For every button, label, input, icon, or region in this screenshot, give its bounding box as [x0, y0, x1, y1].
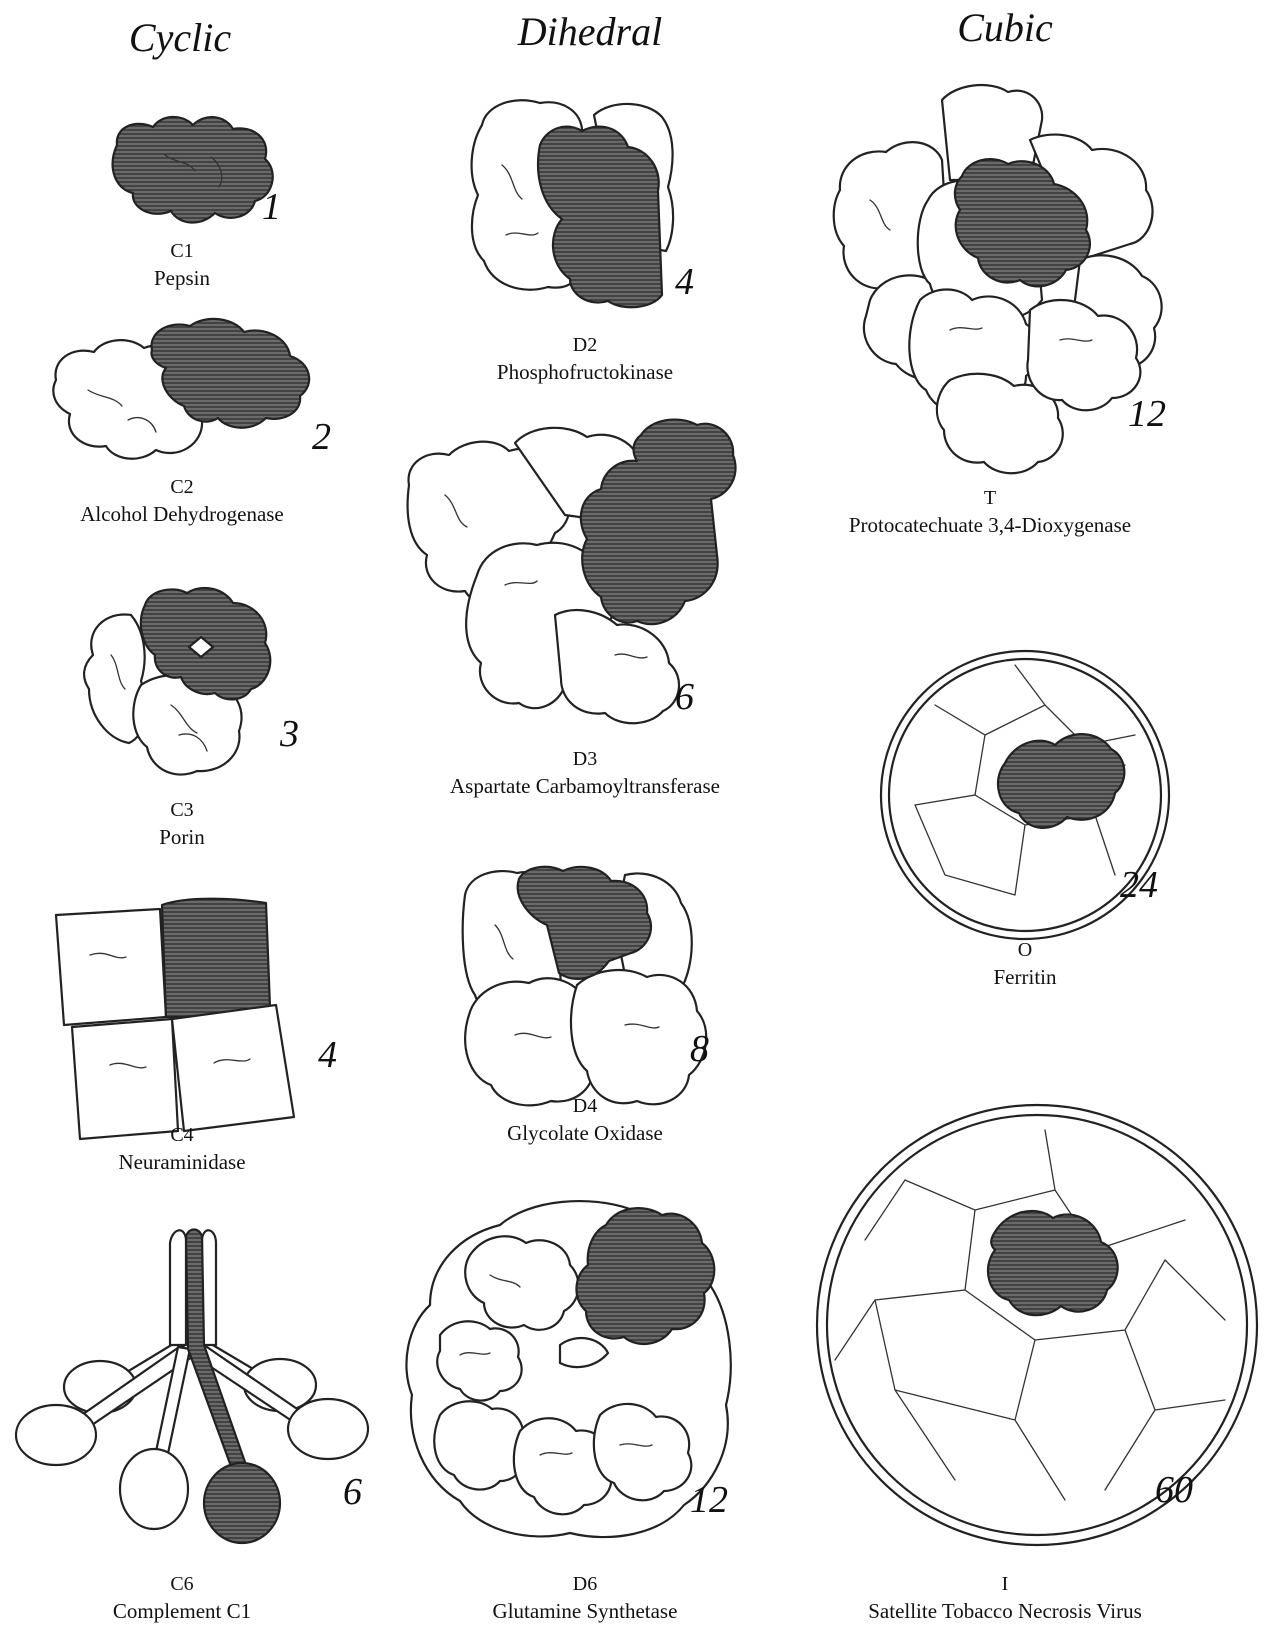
c1-symbol: C1: [2, 238, 362, 265]
d4-glycolate-oxidase-figure: [455, 865, 715, 1115]
column-heading-dihedral: Dihedral: [440, 8, 740, 55]
c4-name: Neuraminidase: [2, 1149, 362, 1176]
c3-caption: C3 Porin: [2, 797, 362, 851]
c4-neuraminidase-figure: [50, 895, 310, 1155]
d3-symbol: D3: [405, 746, 765, 773]
i-name: Satellite Tobacco Necrosis Virus: [825, 1598, 1185, 1625]
d3-name: Aspartate Carbamoyltransferase: [405, 773, 765, 800]
c6-complement-c1-figure: [10, 1225, 370, 1555]
o-symbol: O: [845, 937, 1205, 964]
c4-caption: C4 Neuraminidase: [2, 1122, 362, 1176]
c2-subunit-count: 2: [312, 415, 331, 459]
c6-subunit-count: 6: [343, 1470, 362, 1514]
d2-symbol: D2: [405, 332, 765, 359]
c4-subunit-count: 4: [318, 1033, 337, 1077]
t-symbol: T: [810, 485, 1170, 512]
column-heading-cyclic: Cyclic: [30, 14, 330, 61]
d2-subunit-count: 4: [675, 260, 694, 304]
c1-subunit-count: 1: [262, 185, 281, 229]
c3-name: Porin: [2, 824, 362, 851]
d2-name: Phosphofructokinase: [405, 359, 765, 386]
d6-caption: D6 Glutamine Synthetase: [405, 1571, 765, 1625]
c2-caption: C2 Alcohol Dehydrogenase: [2, 474, 362, 528]
c6-symbol: C6: [2, 1571, 362, 1598]
d6-name: Glutamine Synthetase: [405, 1598, 765, 1625]
i-symbol: I: [825, 1571, 1185, 1598]
d2-caption: D2 Phosphofructokinase: [405, 332, 765, 386]
c2-symbol: C2: [2, 474, 362, 501]
d3-aspartate-carbamoyltransferase-figure: [405, 415, 760, 735]
i-caption: I Satellite Tobacco Necrosis Virus: [825, 1571, 1185, 1625]
c1-name: Pepsin: [2, 265, 362, 292]
column-heading-cubic: Cubic: [855, 4, 1155, 51]
d3-caption: D3 Aspartate Carbamoyltransferase: [405, 746, 765, 800]
d4-subunit-count: 8: [690, 1027, 709, 1071]
i-satellite-tobacco-necrosis-virus-figure: [805, 1100, 1275, 1550]
t-subunit-count: 12: [1128, 392, 1166, 436]
d4-name: Glycolate Oxidase: [405, 1120, 765, 1147]
d3-subunit-count: 6: [675, 675, 694, 719]
d6-subunit-count: 12: [690, 1478, 728, 1522]
d4-symbol: D4: [405, 1093, 765, 1120]
o-caption: O Ferritin: [845, 937, 1205, 991]
c3-symbol: C3: [2, 797, 362, 824]
c3-porin-figure: [75, 585, 285, 785]
c4-symbol: C4: [2, 1122, 362, 1149]
i-subunit-count: 60: [1155, 1468, 1193, 1512]
c3-subunit-count: 3: [280, 712, 299, 756]
d4-caption: D4 Glycolate Oxidase: [405, 1093, 765, 1147]
c6-caption: C6 Complement C1: [2, 1571, 362, 1625]
c2-alcohol-dehydrogenase-figure: [48, 310, 328, 470]
c1-caption: C1 Pepsin: [2, 238, 362, 292]
o-name: Ferritin: [845, 964, 1205, 991]
d6-symbol: D6: [405, 1571, 765, 1598]
d2-phosphofructokinase-figure: [462, 95, 702, 320]
o-subunit-count: 24: [1120, 863, 1158, 907]
t-name: Protocatechuate 3,4-Dioxygenase: [810, 512, 1170, 539]
t-caption: T Protocatechuate 3,4-Dioxygenase: [810, 485, 1170, 539]
c6-name: Complement C1: [2, 1598, 362, 1625]
c2-name: Alcohol Dehydrogenase: [2, 501, 362, 528]
